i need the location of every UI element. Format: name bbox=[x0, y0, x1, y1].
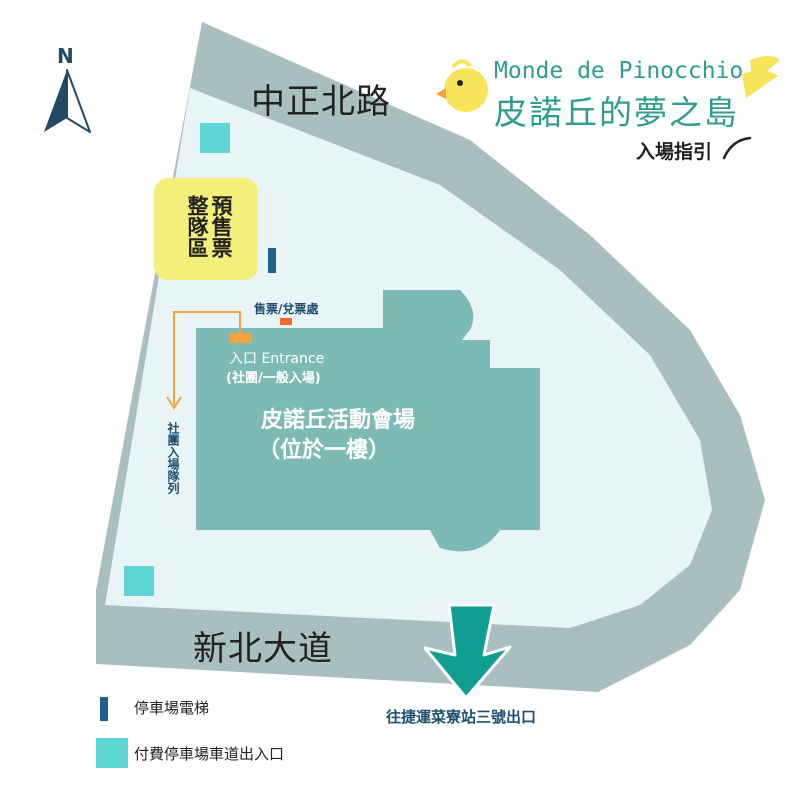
entrance-sublabel: (社團/一般入場) bbox=[226, 371, 321, 386]
page-subtitle: 入場指引 bbox=[636, 141, 713, 163]
presale-zone bbox=[154, 178, 258, 280]
venue-floor-note: （位於一樓） bbox=[258, 438, 391, 463]
wing-logo-icon bbox=[742, 56, 780, 98]
parking-elevator-marker bbox=[268, 248, 276, 273]
group-queue-route bbox=[173, 311, 241, 405]
legend-label-driveway: 付費停車場車道出入口 bbox=[134, 745, 285, 763]
brand-name-zh: 皮諾丘的夢之島 bbox=[494, 93, 739, 132]
ticket-booth-marker bbox=[280, 318, 292, 325]
entrance-label: 入口 Entrance bbox=[229, 351, 325, 367]
parking-driveway-marker-south bbox=[124, 566, 154, 596]
venue-building bbox=[196, 290, 540, 552]
group-queue-arrowhead bbox=[166, 396, 182, 410]
subtitle-flourish-icon bbox=[722, 136, 752, 160]
group-queue-label: 社團入場隊列 bbox=[166, 422, 180, 494]
group-area-label: 整隊區 bbox=[185, 195, 209, 258]
mrt-exit-label: 往捷運菜寮站三號出口 bbox=[386, 708, 537, 726]
legend-swatch-driveway bbox=[96, 738, 128, 768]
parking-driveway-marker-north bbox=[200, 123, 230, 153]
venue-name: 皮諾丘活動會場 bbox=[261, 408, 416, 433]
chick-logo-icon bbox=[436, 59, 488, 112]
road-label-north: 中正北路 bbox=[251, 82, 391, 122]
entrance-marker bbox=[230, 333, 252, 343]
ticket-booth-label: 售票/兌票處 bbox=[254, 302, 319, 316]
compass-north-label: N bbox=[57, 44, 74, 68]
presale-zone-label: 預售票 bbox=[209, 195, 233, 258]
legend-label-elevator: 停車場電梯 bbox=[134, 699, 210, 717]
compass-icon bbox=[44, 69, 91, 133]
mrt-exit-arrow-icon bbox=[423, 603, 512, 700]
legend-swatch-elevator bbox=[100, 697, 108, 721]
road-label-south: 新北大道 bbox=[193, 629, 333, 669]
brand-name-en: Monde de Pinocchio bbox=[494, 58, 744, 84]
